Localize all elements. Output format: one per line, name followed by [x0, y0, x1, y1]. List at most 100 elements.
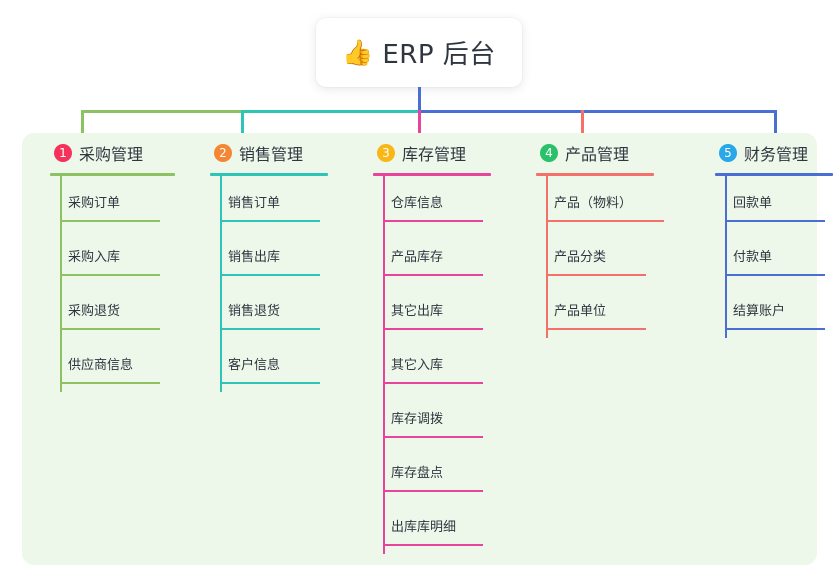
branch-item[interactable]: 销售出库 — [196, 230, 361, 284]
branches-panel: 1 采购管理采购订单采购入库采购退货供应商信息 2 销售管理销售订单销售出库销售退货… — [22, 133, 833, 565]
branch-spine-1 — [60, 176, 62, 392]
branch-item-underline — [220, 220, 320, 222]
branch-underline-5 — [715, 173, 833, 176]
branch-title-2: 销售管理 — [239, 145, 304, 164]
branch-item[interactable]: 销售退货 — [196, 284, 361, 338]
branch-items-3: 仓库信息产品库存其它出库其它入库库存调拨库存盘点出库库明细 — [359, 176, 524, 554]
branch-item[interactable]: 回款单 — [701, 176, 839, 230]
branch-item-underline — [60, 328, 160, 330]
branch-item-underline — [546, 328, 646, 330]
branch-item-label: 销售退货 — [228, 304, 281, 319]
branch-header-2[interactable]: 2 销售管理 — [196, 133, 361, 173]
branch-items-5: 回款单付款单结算账户 — [701, 176, 839, 338]
branch-item-label: 销售出库 — [228, 250, 281, 265]
branch-title-4: 产品管理 — [565, 145, 630, 164]
branch-item-label: 产品（物料） — [554, 196, 633, 211]
branch-item[interactable]: 供应商信息 — [36, 338, 201, 392]
branch-underline-4 — [536, 173, 654, 176]
branch-item[interactable]: 客户信息 — [196, 338, 361, 392]
root-stem-connector — [418, 87, 421, 111]
branch-item-underline — [725, 328, 825, 330]
branch-item-label: 采购退货 — [68, 304, 121, 319]
branch-item-label: 采购入库 — [68, 250, 121, 265]
branch-item-label: 产品分类 — [554, 250, 607, 265]
branch-items-1: 采购订单采购入库采购退货供应商信息 — [36, 176, 201, 392]
branch-item-underline — [546, 274, 646, 276]
branch-column-5: 5 财务管理回款单付款单结算账户 — [701, 133, 839, 338]
branch-item-label: 其它入库 — [391, 358, 444, 373]
branch-spine-2 — [220, 176, 222, 392]
branch-item-label: 供应商信息 — [68, 358, 134, 373]
branch-item[interactable]: 采购入库 — [36, 230, 201, 284]
branch-item[interactable]: 销售订单 — [196, 176, 361, 230]
branch-item-label: 库存盘点 — [391, 466, 444, 481]
branch-title-1: 采购管理 — [79, 145, 144, 164]
root-title: ERP 后台 — [382, 40, 496, 70]
branch-title-5: 财务管理 — [744, 145, 809, 164]
branch-column-4: 4 产品管理产品（物料） 产品分类产品单位 — [522, 133, 687, 338]
branch-column-1: 1 采购管理采购订单采购入库采购退货供应商信息 — [36, 133, 201, 392]
branch-item-label: 产品库存 — [391, 250, 444, 265]
branch-item-underline — [383, 490, 483, 492]
branch-item-underline — [725, 274, 825, 276]
branch-badge-5: 5 — [719, 144, 737, 162]
branch-item-label: 出库库明细 — [391, 520, 457, 535]
branch-item-underline — [220, 328, 320, 330]
branch-badge-1: 1 — [54, 144, 72, 162]
branch-item[interactable]: 其它入库 — [359, 338, 524, 392]
branch-item[interactable]: 采购退货 — [36, 284, 201, 338]
branch-item-underline — [60, 274, 160, 276]
branch-item-underline — [383, 328, 483, 330]
branch-item-label: 其它出库 — [391, 304, 444, 319]
branch-item[interactable]: 采购订单 — [36, 176, 201, 230]
bus-connector-green — [81, 110, 242, 113]
root-node[interactable]: 👍 ERP 后台 — [316, 18, 522, 87]
branch-item[interactable]: 付款单 — [701, 230, 839, 284]
branch-header-5[interactable]: 5 财务管理 — [701, 133, 839, 173]
branch-item-label: 产品单位 — [554, 304, 607, 319]
branch-item-underline — [383, 220, 483, 222]
branch-items-2: 销售订单销售出库销售退货客户信息 — [196, 176, 361, 392]
branch-spine-5 — [725, 176, 727, 338]
branch-item[interactable]: 库存调拨 — [359, 392, 524, 446]
branch-item-underline — [60, 220, 160, 222]
branch-underline-3 — [373, 173, 491, 176]
branch-item-underline — [383, 382, 483, 384]
branch-badge-2: 2 — [214, 144, 232, 162]
branch-spine-4 — [546, 176, 548, 338]
branch-item[interactable]: 其它出库 — [359, 284, 524, 338]
branch-item[interactable]: 出库库明细 — [359, 500, 524, 554]
branch-item[interactable]: 产品单位 — [522, 284, 687, 338]
branch-badge-4: 4 — [540, 144, 558, 162]
branch-item-label: 付款单 — [733, 250, 773, 265]
branch-item[interactable]: 库存盘点 — [359, 446, 524, 500]
bus-connector-blue — [418, 110, 776, 113]
branch-item-underline — [725, 220, 825, 222]
branch-header-4[interactable]: 4 产品管理 — [522, 133, 687, 173]
branch-item-label: 采购订单 — [68, 196, 121, 211]
drop-connector-1 — [81, 110, 84, 140]
branch-item[interactable]: 产品（物料） — [522, 176, 687, 230]
branch-item-label: 客户信息 — [228, 358, 281, 373]
branch-spine-3 — [383, 176, 385, 554]
branch-item-label: 库存调拨 — [391, 412, 444, 427]
branch-item-underline — [383, 436, 483, 438]
branch-item[interactable]: 结算账户 — [701, 284, 839, 338]
branch-header-1[interactable]: 1 采购管理 — [36, 133, 201, 173]
branch-underline-2 — [210, 173, 328, 176]
branch-item-underline — [220, 382, 320, 384]
branch-item[interactable]: 产品库存 — [359, 230, 524, 284]
drop-connector-3 — [418, 110, 421, 140]
branch-item[interactable]: 产品分类 — [522, 230, 687, 284]
branch-item-label: 回款单 — [733, 196, 773, 211]
branch-item-label: 销售订单 — [228, 196, 281, 211]
drop-connector-5 — [774, 110, 777, 140]
branch-item-underline — [60, 382, 160, 384]
branch-item-underline — [383, 544, 483, 546]
drop-connector-2 — [241, 110, 244, 140]
bus-connector-teal — [241, 110, 419, 113]
branch-item[interactable]: 仓库信息 — [359, 176, 524, 230]
